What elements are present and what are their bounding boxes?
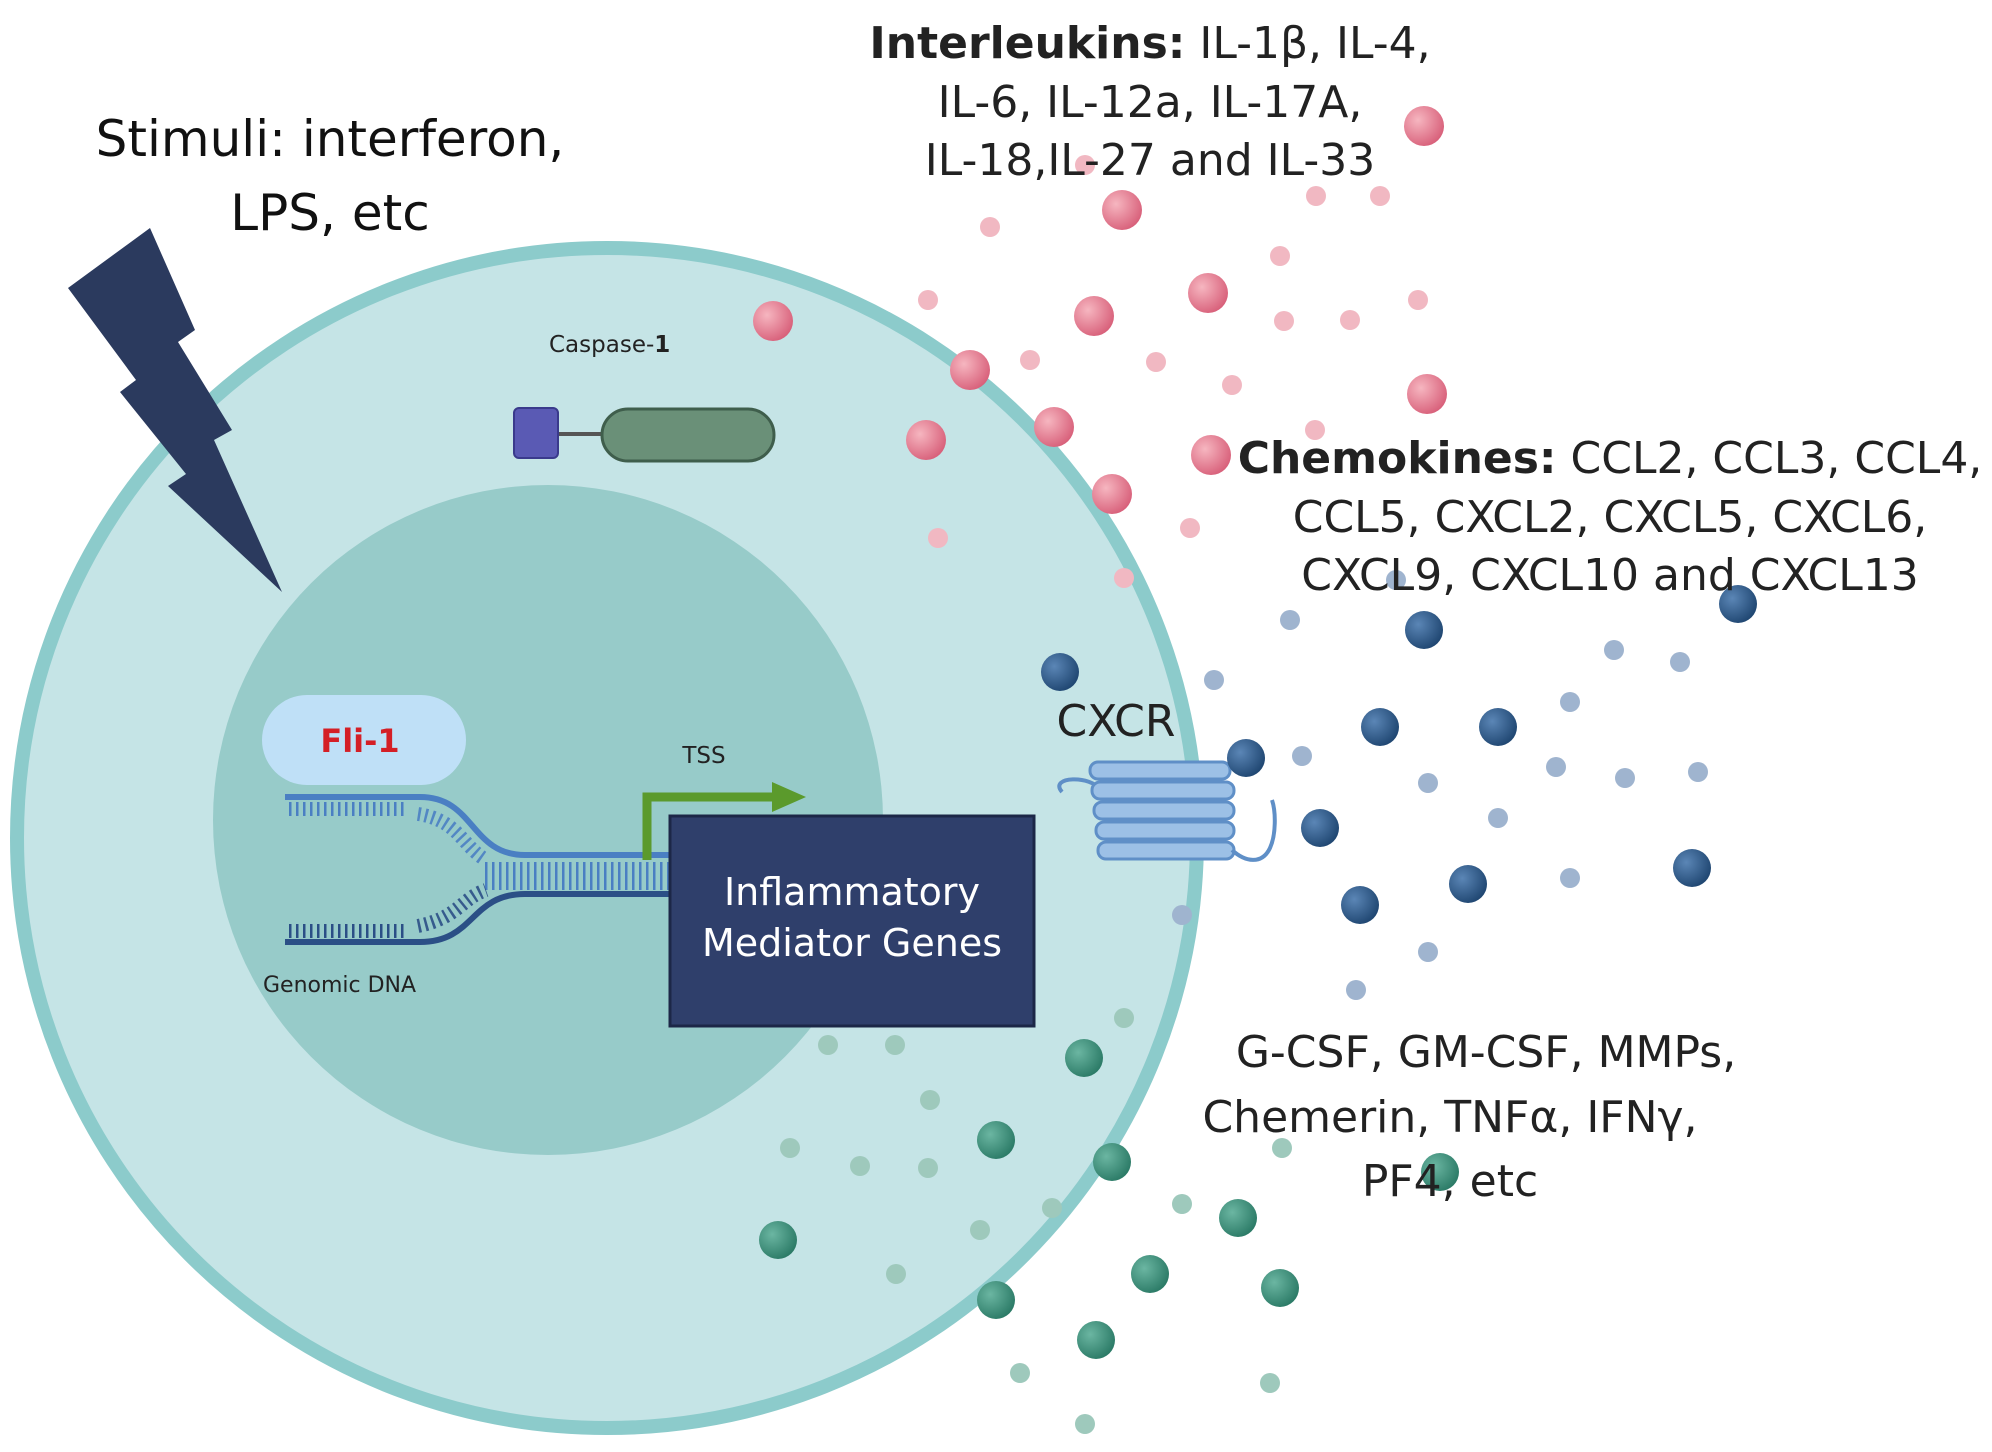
chemokines-line3: CXCL9, CXCL10 and CXCL13	[1301, 550, 1918, 601]
cxcr-receptor-icon	[1057, 760, 1277, 862]
fli1-label: Fli-1	[320, 722, 399, 760]
interleukins-line2: IL-6, IL-12a, IL-17A,	[938, 77, 1363, 128]
cxcr-label: CXCR	[1057, 696, 1176, 747]
other-mediator-particles	[759, 1008, 1459, 1434]
fli1-bubble	[262, 695, 466, 785]
mediators-line1: G-CSF, GM-CSF, MMPs,	[1236, 1027, 1736, 1078]
chemokines-line1: Chemokines: CCL2, CCL3, CCL4,	[1238, 433, 1983, 484]
tss-arrow-icon	[642, 782, 806, 860]
chemokines-line2: CCL5, CXCL2, CXCL5, CXCL6,	[1293, 492, 1928, 543]
chemokine-particles	[1041, 570, 1757, 1000]
lightning-bolt-icon	[68, 228, 282, 592]
inflammatory-genes-box	[668, 814, 1036, 1028]
caspase-1-molecule	[513, 407, 776, 463]
interleukin-particles	[753, 106, 1447, 588]
stimuli-line2: LPS, etc	[230, 184, 429, 242]
genomic-dna-label: Genomic DNA	[263, 973, 416, 998]
interleukins-line1: Interleukins: IL-1β, IL-4,	[869, 18, 1430, 69]
genomic-dna-strand	[285, 794, 672, 945]
stimuli-line1: Stimuli: interferon,	[96, 110, 565, 168]
caspase-label: Caspase-1	[549, 332, 670, 358]
genes-box-line2: Mediator Genes	[702, 921, 1002, 965]
genes-box-line1: Inflammatory	[724, 870, 980, 914]
interleukins-line3: IL-18,IL-27 and IL-33	[925, 135, 1375, 186]
mediators-line3: PF4, etc	[1362, 1156, 1538, 1207]
mediators-line2: Chemerin, TNFα, IFNγ,	[1202, 1092, 1697, 1143]
tss-label: TSS	[681, 743, 725, 769]
